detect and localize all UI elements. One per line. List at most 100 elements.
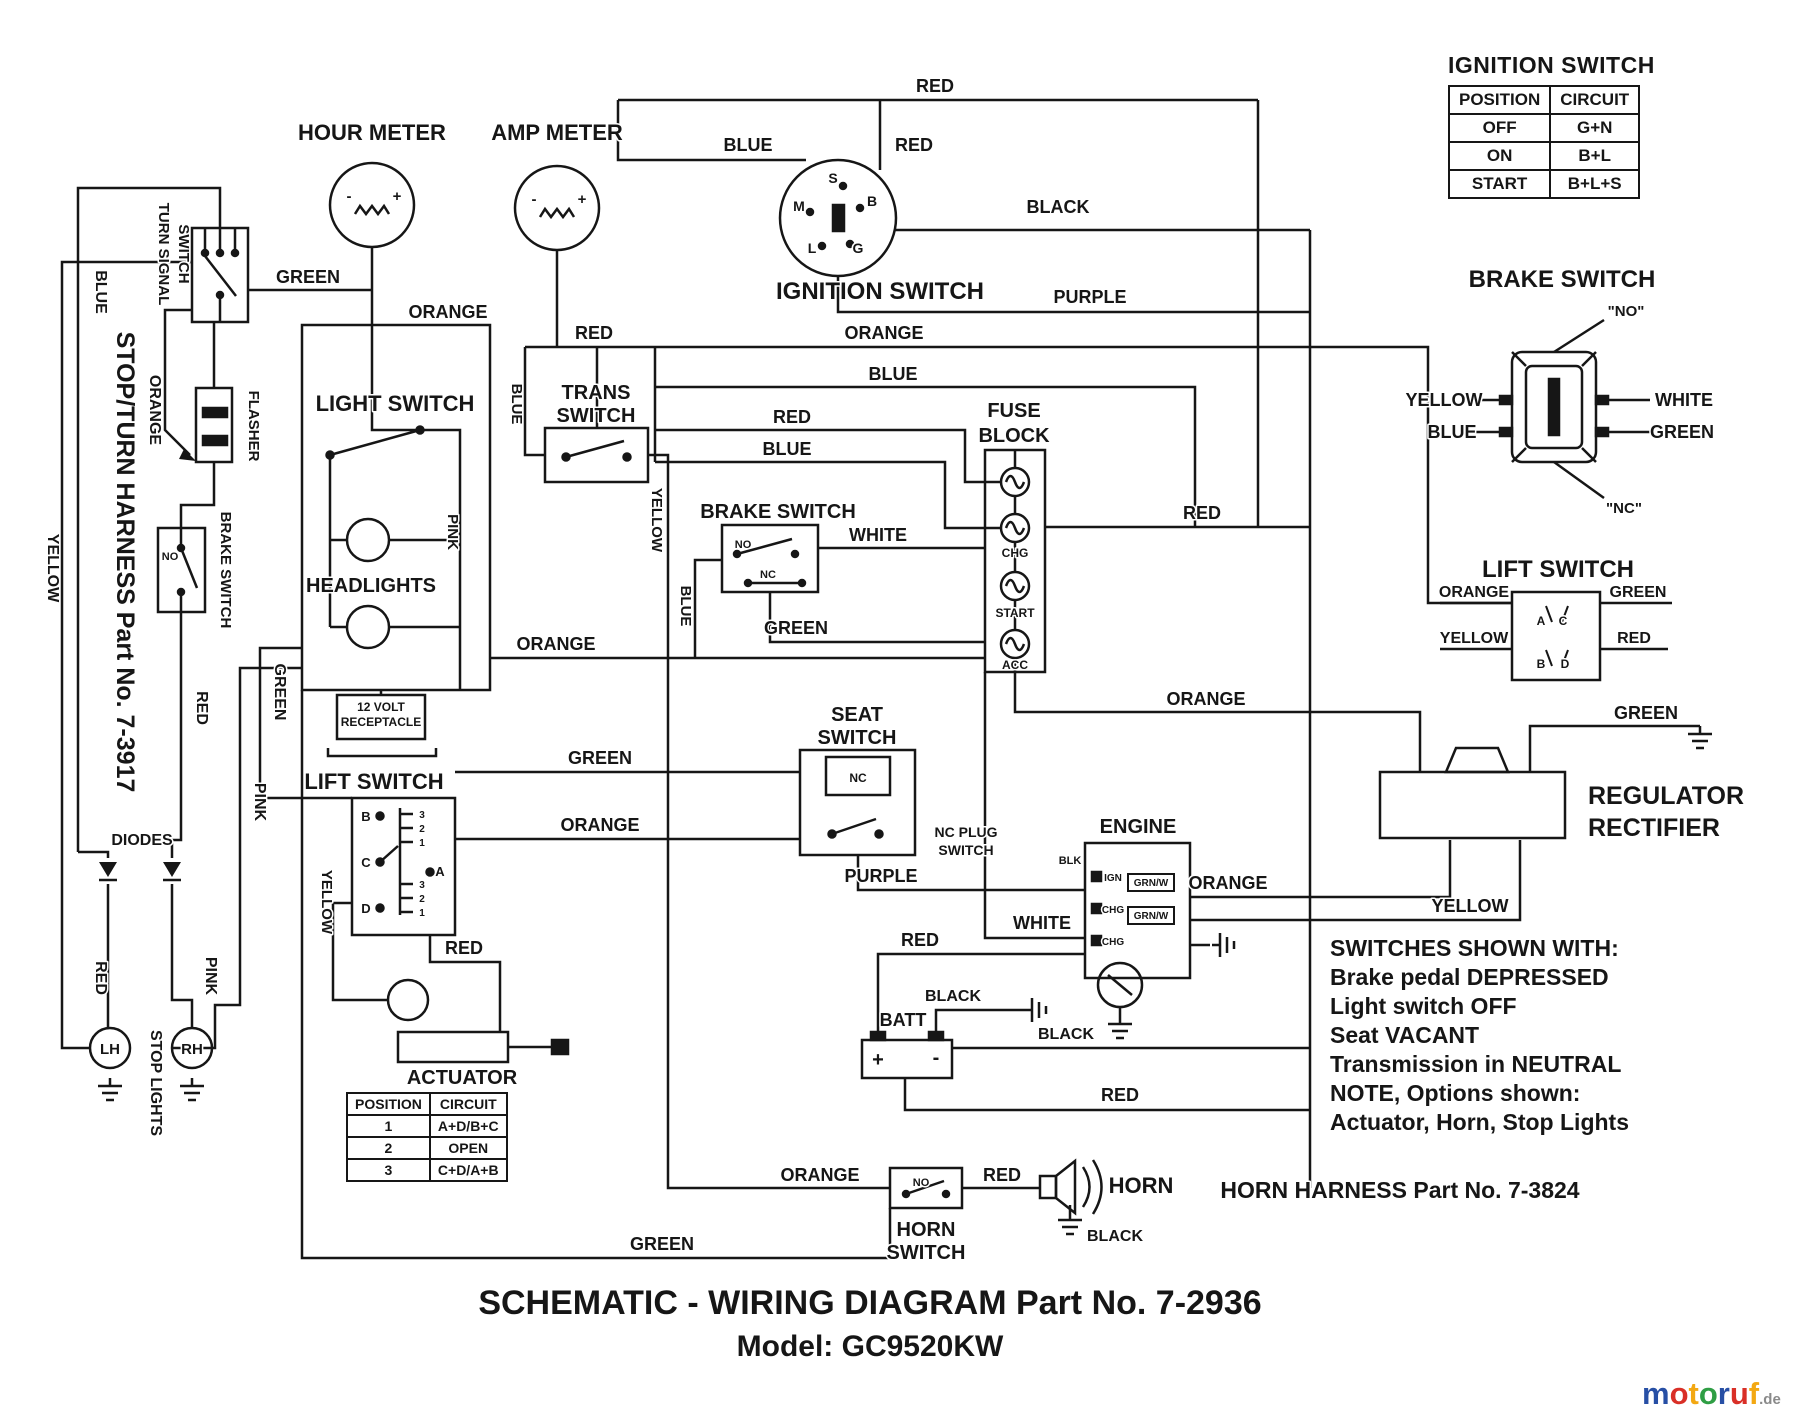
wire-label: YELLOW <box>1440 630 1509 647</box>
wire-label: BLUE <box>92 270 109 314</box>
wire-label: BLACK <box>925 988 981 1005</box>
wire-label: GREEN <box>630 1234 694 1254</box>
wire-label: START <box>995 606 1035 620</box>
actuator <box>386 978 570 1064</box>
wire-label: BLUE <box>677 586 694 627</box>
wire-label: D <box>361 901 370 916</box>
wire-label: GREEN <box>1614 703 1678 723</box>
wire-label: IGN <box>1104 873 1122 884</box>
wire-label: - <box>347 188 352 205</box>
wire-label: BLUE <box>869 364 918 384</box>
wire-label: BLUE <box>763 439 812 459</box>
fuse-icon <box>1004 636 1026 652</box>
table-cell: A+D/B+C <box>428 1114 508 1138</box>
wire-label: RED <box>1183 503 1221 523</box>
table-header-cell: POSITION <box>1447 85 1552 115</box>
ground-icon <box>1210 931 1236 959</box>
horn-switch <box>888 1166 964 1210</box>
wire-label: - <box>933 1047 940 1069</box>
regulator-rectifier <box>1378 746 1567 840</box>
wire-label: A <box>1537 614 1546 628</box>
ground-icon <box>96 1076 124 1102</box>
wire-label: RED <box>1617 630 1651 647</box>
trans-switch-title: TRANS <box>562 382 631 404</box>
ignition-spec-title: IGNITION SWITCH <box>1448 52 1655 78</box>
wire-label: RED <box>916 76 954 96</box>
wire-label: WHITE <box>1013 913 1071 933</box>
ignition-switch-symbol <box>778 158 898 278</box>
wire-label: FLASHER <box>245 391 262 462</box>
horn-icon <box>1038 1158 1103 1216</box>
wire-label: NO <box>735 539 752 551</box>
watermark-letter: f <box>1748 1376 1760 1411</box>
wire-label: GREEN <box>1610 584 1667 601</box>
table-cell: OPEN <box>428 1136 508 1160</box>
watermark-letter: r <box>1717 1376 1730 1411</box>
wire-label: YELLOW <box>318 870 335 935</box>
regulator-title: REGULATOR <box>1588 782 1744 810</box>
wire-label: ORANGE <box>1439 584 1510 601</box>
diagram-title: SCHEMATIC - WIRING DIAGRAM Part No. 7-29… <box>478 1284 1262 1322</box>
wire-label: RED <box>193 691 210 725</box>
fuse-icon <box>1004 474 1026 490</box>
wire-label: ORANGE <box>516 634 595 654</box>
wire-label: BLUE <box>724 135 773 155</box>
brake-switch-right-diagram <box>1498 350 1610 464</box>
wire-label: ORANGE <box>146 375 163 446</box>
seat-switch-title: SEAT <box>831 704 883 726</box>
wire-label: ACC <box>1002 658 1028 672</box>
watermark-letter: o <box>1698 1376 1718 1411</box>
wire-label: PURPLE <box>1053 287 1126 307</box>
diodes-title: DIODES <box>111 832 173 849</box>
ground-icon <box>1106 1014 1134 1040</box>
wire-label: YELLOW <box>648 488 665 553</box>
watermark-letter: o <box>1669 1376 1689 1411</box>
wire-label: BLUE <box>508 384 525 425</box>
stop-light-lh <box>88 1026 132 1070</box>
brake-switch-left <box>156 526 207 614</box>
light-switch <box>300 323 492 692</box>
wire-label: 2 <box>419 824 425 835</box>
wire-label: BLACK <box>1027 197 1090 217</box>
wire-label: L <box>808 240 817 256</box>
wire-label: ORANGE <box>408 302 487 322</box>
lift-switch-title: LIFT SWITCH <box>304 769 443 794</box>
wire-label: PINK <box>251 783 268 822</box>
lift-switch-right-title: LIFT SWITCH <box>1482 556 1634 583</box>
brake-switch-mid-title: BRAKE SWITCH <box>700 501 856 523</box>
amp-meter <box>513 164 601 252</box>
wire-label: WHITE <box>849 525 907 545</box>
diagram-model: Model: GC9520KW <box>736 1330 1004 1363</box>
table-header-cell: CIRCUIT <box>1549 85 1641 115</box>
wire-label: PINK <box>202 957 219 996</box>
note-line: Light switch OFF <box>1330 992 1517 1019</box>
wire-label: GREEN <box>1650 422 1714 442</box>
wire-label: RECTIFIER <box>1588 814 1720 842</box>
wire-label: ORANGE <box>844 323 923 343</box>
watermark-letter: u <box>1729 1376 1749 1411</box>
brake-switch-middle <box>720 523 820 594</box>
wire-network <box>60 98 1700 1260</box>
hour-meter <box>328 161 416 249</box>
engine <box>1083 841 1192 1009</box>
wire-label: RED <box>92 961 109 995</box>
engine-title: ENGINE <box>1100 816 1177 838</box>
wire-label: RED <box>445 938 483 958</box>
wire-label: CHG <box>1102 905 1124 916</box>
wire-label: S <box>828 170 837 186</box>
horn-harness-note: HORN HARNESS Part No. 7-3824 <box>1220 1177 1579 1203</box>
wire-label: ORANGE <box>780 1165 859 1185</box>
table-cell: OFF <box>1447 113 1552 143</box>
wire-label: A <box>435 864 445 879</box>
diodes <box>99 862 181 882</box>
wire-label: RECEPTACLE <box>341 715 421 729</box>
wire-label: B <box>361 809 370 824</box>
watermark-letter: t <box>1688 1376 1699 1411</box>
